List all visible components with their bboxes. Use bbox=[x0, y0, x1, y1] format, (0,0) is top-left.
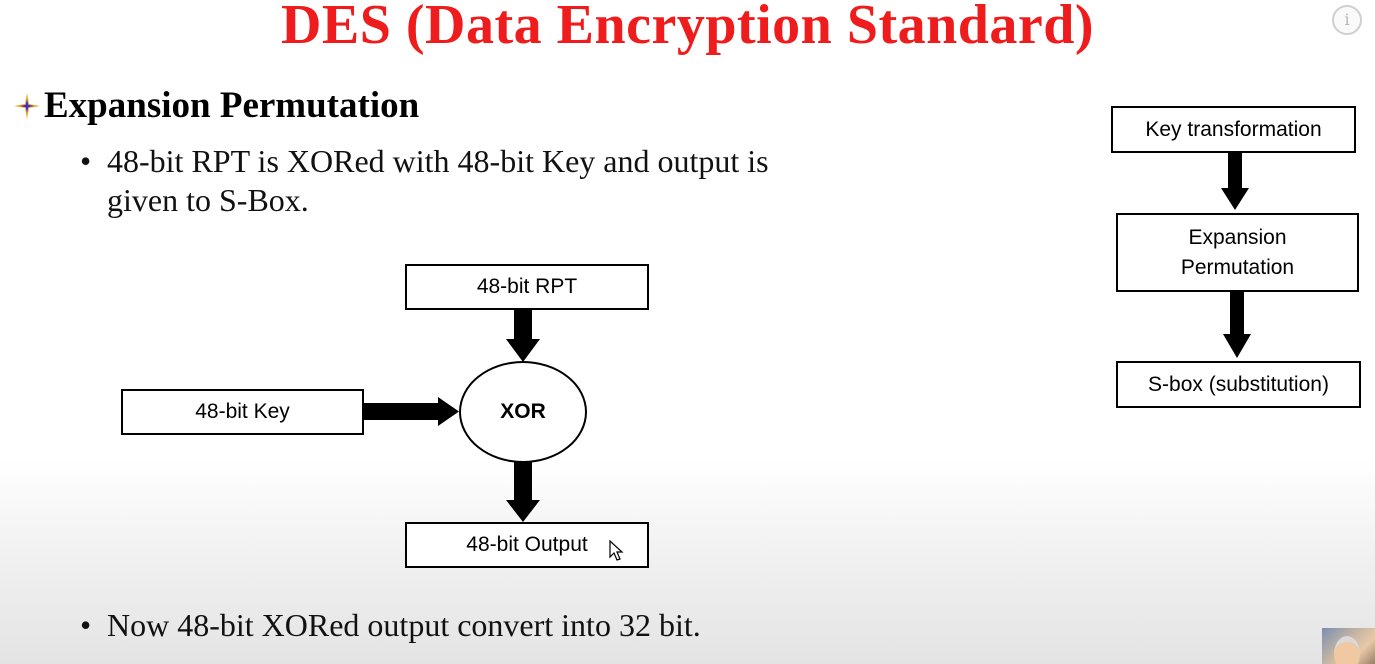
slide-title: DES (Data Encryption Standard) bbox=[280, 0, 1095, 56]
flow-key-transformation: Key transformation bbox=[1111, 106, 1356, 153]
arrow-right-icon bbox=[363, 397, 459, 426]
mouse-cursor-icon bbox=[609, 540, 624, 561]
bullet-dot: • bbox=[80, 143, 92, 179]
info-icon[interactable]: i bbox=[1332, 5, 1362, 35]
section-heading: Expansion Permutation bbox=[12, 84, 419, 128]
xor-node: XOR bbox=[459, 361, 587, 463]
key-box: 48-bit Key bbox=[121, 389, 364, 435]
bullet-text: Now 48-bit XORed output convert into 32 … bbox=[107, 607, 701, 643]
flow-permutation-label: Permutation bbox=[1180, 255, 1295, 279]
bullet-text-line-2: given to S-Box. bbox=[107, 182, 309, 218]
flow-sbox-substitution: S-box (substitution) bbox=[1116, 361, 1361, 408]
rpt-box: 48-bit RPT bbox=[405, 264, 649, 310]
flow-expansion-permutation: Expansion Permutation bbox=[1116, 213, 1359, 292]
arrow-down-icon bbox=[1223, 290, 1251, 358]
bullet-text-line-1: 48-bit RPT is XORed with 48-bit Key and … bbox=[107, 143, 769, 179]
arrow-down-icon bbox=[506, 461, 540, 522]
section-heading-text: Expansion Permutation bbox=[44, 85, 420, 126]
presenter-webcam bbox=[1322, 628, 1375, 664]
arrow-down-icon bbox=[506, 309, 540, 362]
presenter-face bbox=[1334, 636, 1360, 664]
flow-expansion-label: Expansion bbox=[1188, 225, 1287, 249]
star-bullet-icon bbox=[14, 93, 40, 119]
output-box: 48-bit Output bbox=[405, 522, 649, 568]
arrow-down-icon bbox=[1221, 152, 1249, 210]
bullet-dot: • bbox=[80, 607, 92, 643]
